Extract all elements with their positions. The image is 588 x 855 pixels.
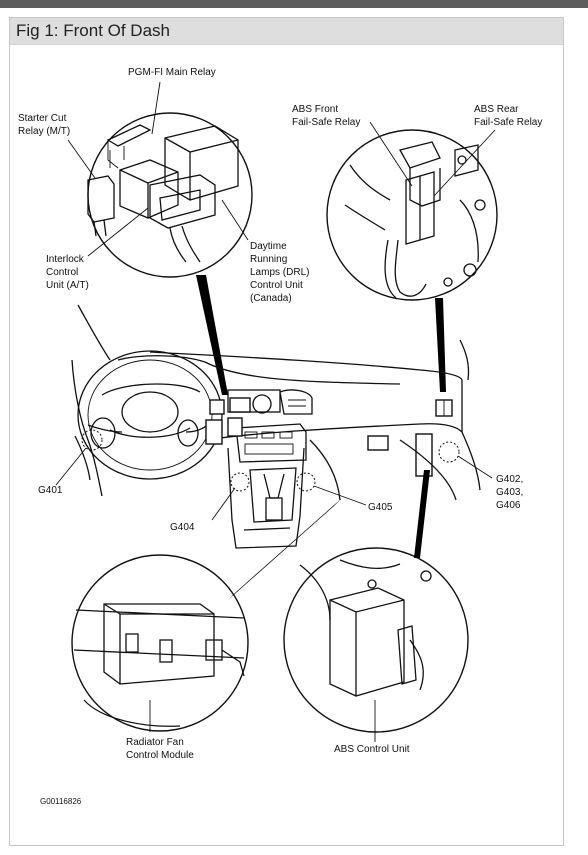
figure-header: Fig 1: Front Of Dash bbox=[10, 18, 563, 45]
dashboard-drawing bbox=[55, 304, 493, 549]
diagram-labels: PGM-FI Main Relay Starter Cut Relay (M/T… bbox=[18, 67, 542, 806]
label-abs-rear-1: ABS Rear bbox=[474, 104, 519, 115]
label-abs-control-unit: ABS Control Unit bbox=[334, 744, 410, 755]
label-drl-3: Lamps (DRL) bbox=[250, 267, 309, 278]
label-radiator-fan-2: Control Module bbox=[126, 750, 194, 761]
label-interlock-1: Interlock bbox=[46, 254, 85, 265]
label-drl-4: Control Unit bbox=[250, 280, 303, 291]
label-abs-front-1: ABS Front bbox=[292, 104, 338, 115]
top-bar bbox=[0, 0, 588, 8]
label-radiator-fan-1: Radiator Fan bbox=[126, 737, 184, 748]
label-interlock-3: Unit (A/T) bbox=[46, 280, 89, 291]
label-starter-cut-relay-2: Relay (M/T) bbox=[18, 126, 70, 137]
figure-title: Fig 1: Front Of Dash bbox=[16, 21, 170, 40]
radiator-fan-detail-circle bbox=[71, 498, 342, 732]
label-drl-2: Running bbox=[250, 254, 287, 265]
label-drl-1: Daytime bbox=[250, 241, 287, 252]
abs-control-unit-detail-circle bbox=[283, 470, 469, 742]
label-g402: G402, bbox=[496, 474, 523, 485]
label-starter-cut-relay-1: Starter Cut bbox=[18, 113, 67, 124]
label-abs-rear-2: Fail-Safe Relay bbox=[474, 117, 542, 128]
label-g405: G405 bbox=[368, 502, 393, 513]
label-interlock-2: Control bbox=[46, 267, 78, 278]
relay-detail-circle bbox=[67, 81, 253, 395]
label-abs-front-2: Fail-Safe Relay bbox=[292, 117, 360, 128]
label-g401: G401 bbox=[38, 485, 63, 496]
figure-code: G00116826 bbox=[40, 797, 82, 806]
label-g406: G406 bbox=[496, 500, 521, 511]
abs-relay-detail-circle bbox=[326, 121, 498, 392]
label-pgm-fi-main-relay: PGM-FI Main Relay bbox=[128, 67, 216, 78]
label-g404: G404 bbox=[170, 522, 195, 533]
label-g403: G403, bbox=[496, 487, 523, 498]
label-drl-5: (Canada) bbox=[250, 293, 292, 304]
